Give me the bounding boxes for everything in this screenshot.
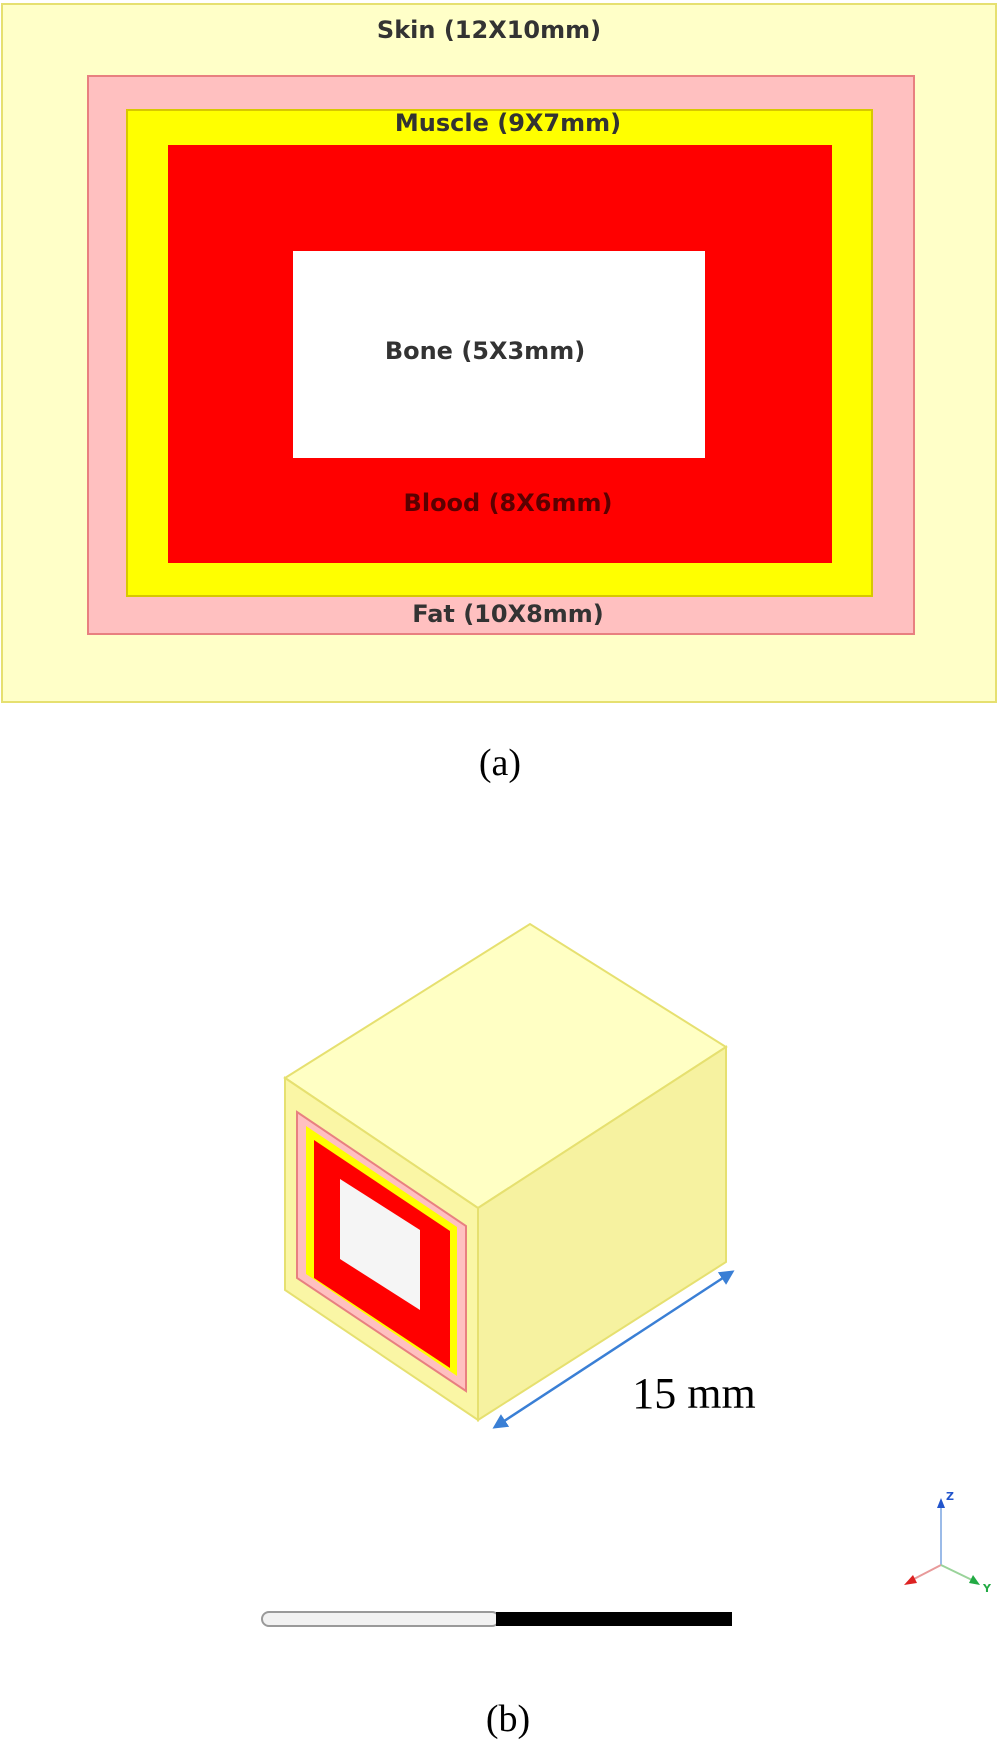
dimension-arrow: [492, 1270, 735, 1429]
caption-b: (b): [486, 1698, 530, 1740]
cube-bone-layer: [340, 1179, 420, 1310]
caption-a: (a): [479, 742, 521, 784]
y-axis-label: Y: [982, 1582, 992, 1595]
z-axis-label: Z: [946, 1490, 954, 1503]
bone-layer: [293, 251, 705, 458]
fat-label: Fat (10X8mm): [412, 600, 604, 628]
dimension-label: 15 mm: [632, 1369, 755, 1418]
z-arrow-icon: [937, 1498, 945, 1508]
scale-bar-light: [261, 1611, 500, 1627]
x-axis: [911, 1564, 942, 1581]
y-axis: [940, 1564, 973, 1581]
panel-a-cross-section: Skin (12X10mm) Muscle (9X7mm) Bone (5X3m…: [1, 3, 997, 703]
panel-b-cube: 15 mm: [283, 922, 756, 1429]
scale-bar-dark: [496, 1612, 732, 1626]
scale-bar: [261, 1611, 732, 1627]
bone-label: Bone (5X3mm): [385, 337, 585, 365]
muscle-label: Muscle (9X7mm): [395, 109, 621, 137]
blood-label: Blood (8X6mm): [404, 489, 613, 517]
skin-label: Skin (12X10mm): [377, 16, 601, 44]
x-arrow-icon: [904, 1575, 917, 1585]
y-arrow-icon: [969, 1575, 980, 1585]
axis-triad: Z Y: [904, 1490, 992, 1595]
